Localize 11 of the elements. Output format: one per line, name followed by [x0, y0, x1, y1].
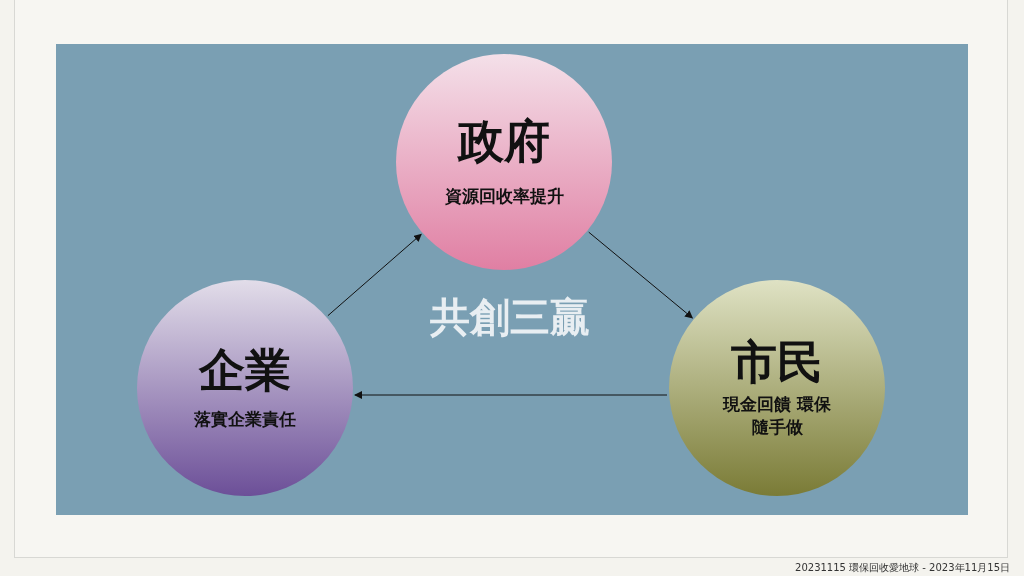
circle-title: 政府: [458, 116, 550, 167]
circle-title: 市民: [731, 336, 823, 388]
circle-title: 企業: [199, 345, 291, 396]
arrow: [588, 231, 694, 319]
arrow: [354, 391, 668, 399]
circle-subtitle: 落實企業責任: [194, 407, 296, 431]
center-heading: 共創三贏: [429, 293, 591, 342]
footer-text: 20231115 環保回收愛地球 - 2023年11月15日: [795, 561, 1010, 575]
circle-subtitle: 現金回饋 環保隨手做: [722, 393, 832, 440]
circle-subtitle: 資源回收率提升: [444, 184, 564, 208]
arrow: [327, 233, 422, 317]
